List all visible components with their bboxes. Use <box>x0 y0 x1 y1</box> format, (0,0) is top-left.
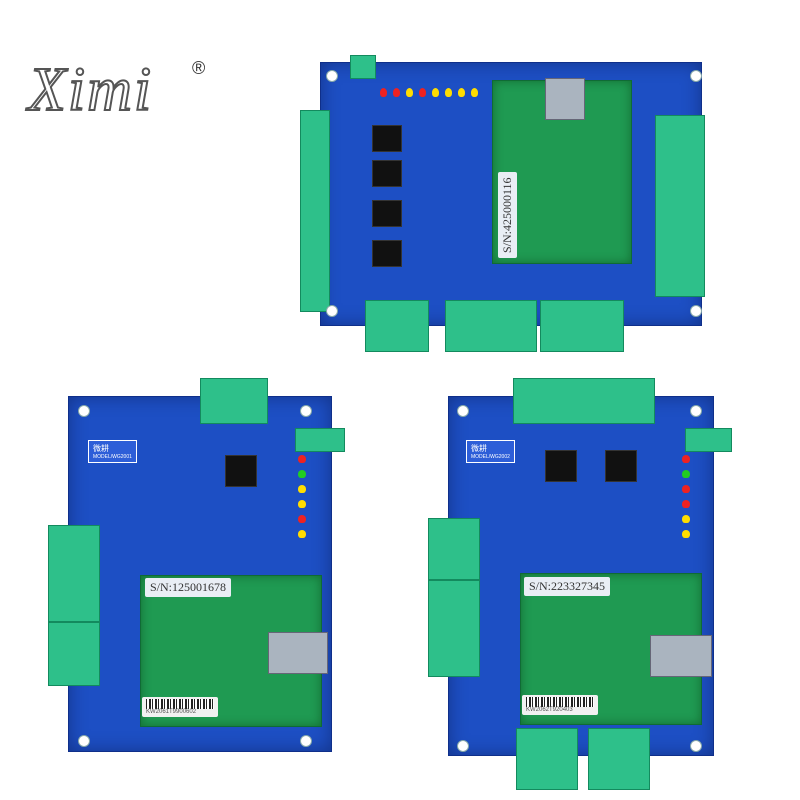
led-indicator <box>682 500 690 508</box>
mounting-hole <box>690 405 702 417</box>
led-indicator <box>380 88 387 97</box>
mounting-hole <box>326 70 338 82</box>
led-indicator <box>298 470 306 478</box>
registered-mark: ® <box>192 58 206 78</box>
relay <box>225 455 257 487</box>
led-indicator <box>682 485 690 493</box>
ethernet-port <box>650 635 712 677</box>
barcode-text: KW2062T920403 <box>526 707 573 713</box>
mounting-hole <box>300 735 312 747</box>
terminal-block <box>48 525 100 622</box>
mounting-hole <box>690 70 702 82</box>
terminal-block <box>445 300 537 352</box>
led-indicator <box>471 88 478 97</box>
led-indicator <box>445 88 452 97</box>
barcode-label: KW2062T920403 <box>522 695 598 715</box>
terminal-block <box>300 110 330 312</box>
relay <box>372 240 402 267</box>
terminal-block <box>516 728 578 790</box>
terminal-block <box>200 378 268 424</box>
terminal-block <box>428 580 480 677</box>
led-indicator <box>298 485 306 493</box>
terminal-block <box>655 115 705 297</box>
terminal-block <box>48 622 100 686</box>
ethernet-port <box>268 632 328 674</box>
mounting-hole <box>690 740 702 752</box>
terminal-block <box>540 300 624 352</box>
led-indicator <box>682 455 690 463</box>
terminal-block <box>685 428 732 452</box>
brand-text: 微耕 <box>93 444 109 453</box>
mounting-hole <box>690 305 702 317</box>
ximi-logo: Ximi <box>27 55 154 125</box>
relay <box>372 200 402 227</box>
mounting-hole <box>457 405 469 417</box>
relay <box>372 125 402 152</box>
terminal-block <box>513 378 655 424</box>
relay <box>545 450 577 482</box>
brand-text: 微耕 <box>471 444 487 453</box>
relay <box>372 160 402 187</box>
led-indicator <box>419 88 426 97</box>
led-indicator <box>432 88 439 97</box>
terminal-block <box>588 728 650 790</box>
relay <box>605 450 637 482</box>
led-indicator <box>682 530 690 538</box>
serial-label: S/N:425000116 <box>498 172 517 258</box>
mounting-hole <box>78 735 90 747</box>
led-indicator <box>298 530 306 538</box>
model-text: MODEL/WG2002 <box>471 454 510 460</box>
terminal-block <box>350 55 376 79</box>
mounting-hole <box>78 405 90 417</box>
mounting-hole <box>326 305 338 317</box>
model-text: MODEL/WG2001 <box>93 454 132 460</box>
terminal-block <box>295 428 345 452</box>
serial-label: S/N:125001678 <box>145 578 232 597</box>
led-indicator <box>406 88 413 97</box>
led-indicator <box>682 515 690 523</box>
led-indicator <box>682 470 690 478</box>
led-indicator <box>298 455 306 463</box>
led-indicator <box>458 88 465 97</box>
mounting-hole <box>457 740 469 752</box>
mounting-hole <box>300 405 312 417</box>
barcode-text: KW2061T9900602 <box>146 709 197 715</box>
serial-label: S/N:223327345 <box>524 577 611 596</box>
led-indicator <box>393 88 400 97</box>
barcode-label: KW2061T9900602 <box>142 697 218 717</box>
led-indicator <box>298 515 306 523</box>
led-indicator <box>298 500 306 508</box>
ethernet-port <box>545 78 585 120</box>
terminal-block <box>365 300 429 352</box>
terminal-block <box>428 518 480 580</box>
